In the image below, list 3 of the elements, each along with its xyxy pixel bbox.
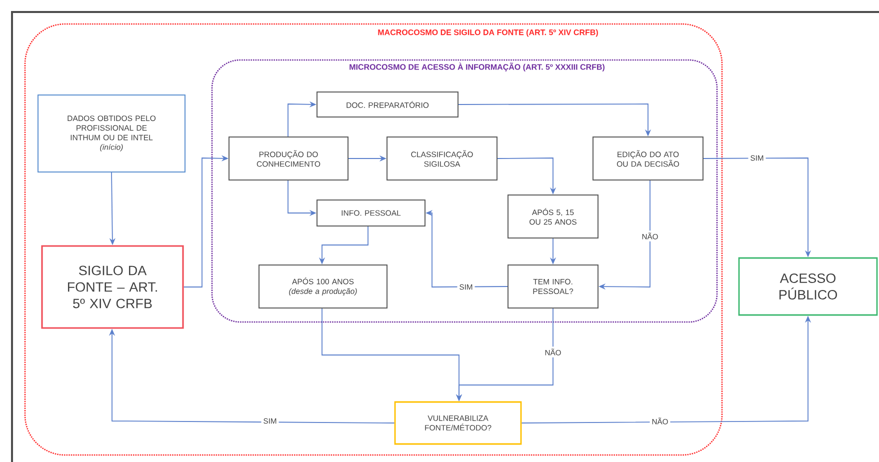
process-box: SIGILO DA FONTE – ART. 5º XIV CRFB	[41, 245, 184, 329]
region-title: MICROCOSMO DE ACESSO À INFORMAÇÃO (ART. 5º XXXIII CRFB)	[348, 62, 606, 72]
process-box: ACESSO PÚBLICO	[738, 257, 878, 316]
